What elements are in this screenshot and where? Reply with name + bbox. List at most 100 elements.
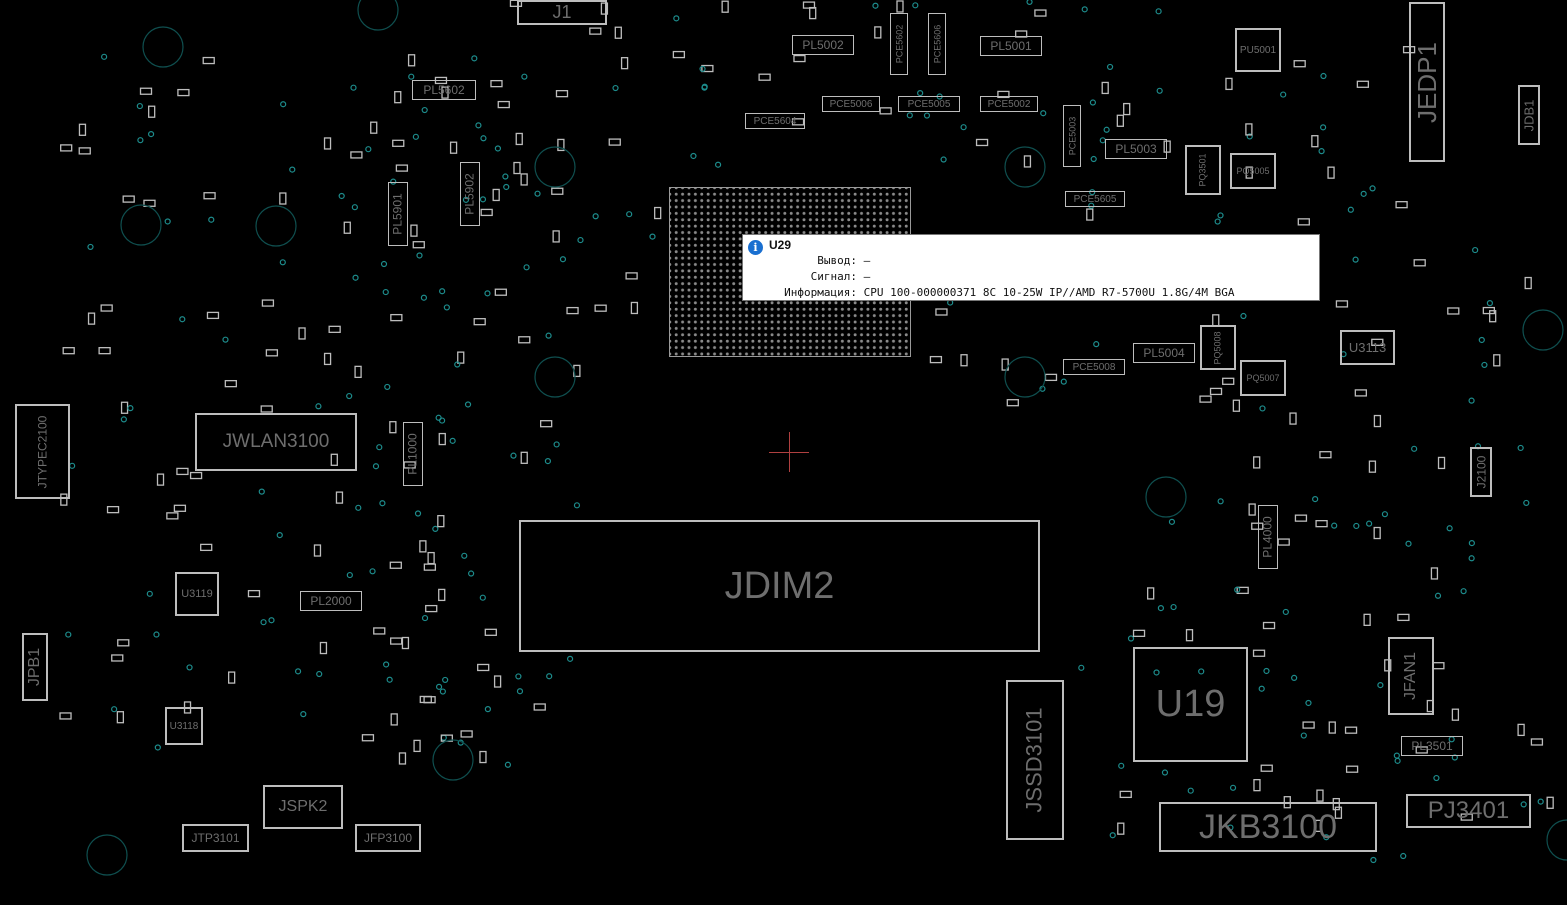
component-jedp1[interactable]: JEDP1 xyxy=(1409,2,1445,162)
passive-component[interactable] xyxy=(117,639,130,647)
passive-component[interactable] xyxy=(490,79,503,88)
passive-component[interactable] xyxy=(1251,522,1264,530)
component-pce5006[interactable]: PCE5006 xyxy=(822,96,880,112)
passive-component[interactable] xyxy=(313,544,322,557)
passive-component[interactable] xyxy=(412,241,425,249)
passive-component[interactable] xyxy=(1277,538,1290,546)
passive-component[interactable] xyxy=(390,637,403,645)
passive-component[interactable] xyxy=(361,734,375,742)
passive-component[interactable] xyxy=(319,641,328,655)
component-pl5001[interactable]: PL5001 xyxy=(980,36,1042,56)
passive-component[interactable] xyxy=(473,318,486,326)
passive-component[interactable] xyxy=(1344,726,1358,734)
passive-component[interactable] xyxy=(1332,797,1340,811)
passive-component[interactable] xyxy=(566,306,579,315)
passive-component[interactable] xyxy=(1432,662,1445,670)
passive-component[interactable] xyxy=(1294,514,1308,522)
passive-component[interactable] xyxy=(477,663,490,672)
passive-component[interactable] xyxy=(935,308,948,316)
passive-component[interactable] xyxy=(403,461,416,469)
passive-component[interactable] xyxy=(479,750,487,764)
passive-component[interactable] xyxy=(148,105,156,118)
passive-component[interactable] xyxy=(557,138,565,152)
passive-component[interactable] xyxy=(1517,723,1525,737)
passive-component[interactable] xyxy=(960,354,968,367)
passive-component[interactable] xyxy=(116,711,125,724)
passive-component[interactable] xyxy=(354,365,362,379)
passive-component[interactable] xyxy=(298,327,306,340)
passive-component[interactable] xyxy=(323,352,332,366)
passive-component[interactable] xyxy=(343,221,351,234)
passive-component[interactable] xyxy=(1371,338,1384,346)
passive-component[interactable] xyxy=(1447,307,1460,315)
passive-component[interactable] xyxy=(261,299,275,307)
passive-component[interactable] xyxy=(1253,456,1261,469)
component-pce5008[interactable]: PCE5008 xyxy=(1063,359,1125,375)
passive-component[interactable] xyxy=(390,313,403,322)
passive-component[interactable] xyxy=(672,50,686,59)
passive-component[interactable] xyxy=(156,473,165,486)
passive-component[interactable] xyxy=(896,0,904,13)
component-pl2000[interactable]: PL2000 xyxy=(300,591,362,611)
passive-component[interactable] xyxy=(654,206,662,220)
passive-component[interactable] xyxy=(975,138,989,147)
passive-component[interactable] xyxy=(1232,399,1241,412)
passive-component[interactable] xyxy=(60,493,68,506)
component-jssd3101[interactable]: JSSD3101 xyxy=(1006,680,1064,840)
passive-component[interactable] xyxy=(1116,114,1124,127)
passive-component[interactable] xyxy=(758,73,771,81)
component-jspk2[interactable]: JSPK2 xyxy=(263,785,343,829)
passive-component[interactable] xyxy=(410,224,418,237)
passive-component[interactable] xyxy=(929,355,943,364)
passive-component[interactable] xyxy=(1123,102,1131,116)
passive-component[interactable] xyxy=(594,304,607,312)
passive-component[interactable] xyxy=(106,505,120,514)
component-pce5003[interactable]: PCE5003 xyxy=(1063,105,1081,167)
passive-component[interactable] xyxy=(493,675,502,688)
component-jwlan3100[interactable]: JWLAN3100 xyxy=(195,413,357,471)
passive-component[interactable] xyxy=(395,164,409,172)
passive-component[interactable] xyxy=(1023,155,1032,168)
passive-component[interactable] xyxy=(1101,81,1109,95)
passive-component[interactable] xyxy=(1395,201,1408,209)
passive-component[interactable] xyxy=(1132,629,1146,637)
passive-component[interactable] xyxy=(1345,765,1359,773)
passive-component[interactable] xyxy=(1437,456,1446,470)
passive-component[interactable] xyxy=(1001,358,1009,371)
passive-component[interactable] xyxy=(1354,389,1367,397)
passive-component[interactable] xyxy=(392,139,405,147)
passive-component[interactable] xyxy=(423,696,436,704)
passive-component[interactable] xyxy=(1147,587,1155,600)
passive-component[interactable] xyxy=(78,147,91,155)
passive-component[interactable] xyxy=(260,405,273,413)
passive-component[interactable] xyxy=(200,543,213,552)
passive-component[interactable] xyxy=(202,56,215,65)
passive-component[interactable] xyxy=(540,420,553,428)
passive-component[interactable] xyxy=(265,349,279,357)
passive-component[interactable] xyxy=(1460,813,1473,821)
component-pce5604[interactable]: PCE5604 xyxy=(745,113,805,129)
passive-component[interactable] xyxy=(100,304,113,312)
passive-component[interactable] xyxy=(390,713,398,726)
passive-component[interactable] xyxy=(497,100,510,109)
component-jfp3100[interactable]: JFP3100 xyxy=(355,824,421,852)
passive-component[interactable] xyxy=(78,123,87,136)
passive-component[interactable] xyxy=(87,312,96,325)
passive-component[interactable] xyxy=(389,421,397,434)
passive-component[interactable] xyxy=(173,504,187,512)
passive-component[interactable] xyxy=(413,739,421,753)
passive-component[interactable] xyxy=(509,0,523,7)
passive-component[interactable] xyxy=(111,654,124,662)
passive-component[interactable] xyxy=(1006,399,1019,407)
passive-component[interactable] xyxy=(480,208,493,217)
passive-component[interactable] xyxy=(177,88,190,97)
passive-component[interactable] xyxy=(1316,789,1324,802)
passive-component[interactable] xyxy=(1451,708,1460,721)
passive-component[interactable] xyxy=(1297,218,1310,226)
passive-component[interactable] xyxy=(1530,738,1544,746)
passive-component[interactable] xyxy=(407,54,416,67)
passive-component[interactable] xyxy=(879,107,892,115)
passive-component[interactable] xyxy=(1493,354,1501,367)
passive-component[interactable] xyxy=(401,636,410,650)
passive-component[interactable] xyxy=(449,141,458,154)
